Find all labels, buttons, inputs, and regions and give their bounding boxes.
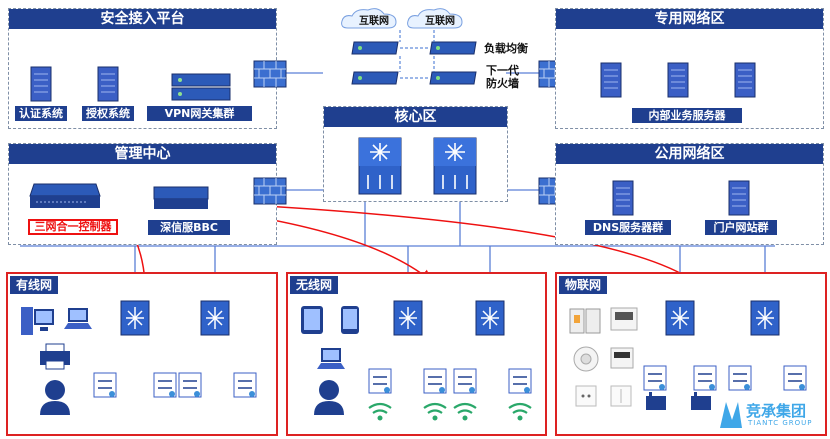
internet-label: 互联网	[425, 16, 455, 27]
poe-switch-icon	[178, 372, 202, 403]
poe-switch-icon	[233, 372, 257, 403]
bbc-device-icon	[152, 183, 210, 218]
core-title: 核心区	[324, 107, 507, 127]
cloud-icon	[404, 6, 466, 37]
switch-icon	[393, 300, 423, 341]
user-icon	[312, 378, 346, 421]
poe-switch-icon	[728, 365, 752, 396]
poe-switch-icon	[153, 372, 177, 403]
server-icon	[600, 62, 622, 103]
poe-switch-icon	[508, 368, 532, 399]
server-icon	[667, 62, 689, 103]
controller-label: 三网合一控制器	[28, 219, 118, 235]
switch-panel-icon	[610, 385, 632, 412]
dns-cluster-label: DNS服务器群	[585, 220, 671, 235]
firewall-icon	[253, 60, 287, 93]
poe-switch-icon	[643, 365, 667, 396]
bbc-label: 深信服BBC	[148, 220, 230, 235]
laptop-icon	[316, 345, 346, 378]
firewall-icon	[253, 177, 287, 210]
secure-access-title: 安全接入平台	[9, 9, 276, 29]
ngfw-label: 下一代 防火墙	[486, 64, 519, 90]
iot-gateway-icon	[645, 392, 667, 417]
brand-name: 竞承集团	[746, 402, 807, 420]
vpn-cluster-label: VPN网关集群	[147, 106, 252, 121]
ngfw-icon	[428, 70, 478, 91]
server-icon	[728, 180, 750, 221]
thermostat-icon	[610, 307, 638, 336]
core-switch-icon	[358, 137, 402, 200]
wireless-zone-title: 无线网	[290, 276, 339, 294]
brand-subtitle: TIANTC GROUP	[748, 419, 813, 427]
desktop-pc-icon	[20, 305, 56, 342]
auth-system-label: 认证系统	[15, 106, 67, 121]
core-switch-icon	[433, 137, 477, 200]
core-panel: 核心区	[323, 106, 508, 202]
wifi-ap-icon	[366, 400, 394, 427]
vpn-gateway-icon	[170, 70, 232, 107]
brand-logo-icon	[718, 398, 744, 435]
laptop-icon	[63, 305, 93, 338]
tablet-icon	[300, 305, 324, 340]
switch-icon	[200, 300, 230, 341]
iot-zone-title: 物联网	[559, 276, 608, 294]
poe-switch-icon	[423, 368, 447, 399]
portal-cluster-label: 门户网站群	[705, 220, 777, 235]
poe-switch-icon	[368, 368, 392, 399]
poe-switch-icon	[783, 365, 807, 396]
printer-icon	[38, 343, 72, 376]
smoke-detector-icon	[572, 345, 600, 378]
server-icon	[97, 66, 119, 107]
iot-gateway-icon	[690, 392, 712, 417]
cloud-icon	[338, 6, 400, 37]
authz-system-label: 授权系统	[82, 106, 134, 121]
wifi-ap-icon	[421, 400, 449, 427]
breaker-icon	[568, 305, 604, 340]
user-icon	[38, 378, 72, 421]
phone-icon	[340, 305, 360, 340]
internet-label: 互联网	[359, 16, 389, 27]
server-icon	[734, 62, 756, 103]
server-icon	[30, 66, 52, 107]
wifi-ap-icon	[506, 400, 534, 427]
public-zone-title: 公用网络区	[556, 144, 823, 164]
poe-switch-icon	[693, 365, 717, 396]
socket-icon	[575, 385, 597, 412]
switch-icon	[475, 300, 505, 341]
poe-switch-icon	[453, 368, 477, 399]
private-zone-title: 专用网络区	[556, 9, 823, 29]
switch-icon	[750, 300, 780, 341]
wired-zone-title: 有线网	[10, 276, 59, 294]
panel-icon	[610, 347, 634, 374]
wifi-ap-icon	[451, 400, 479, 427]
management-title: 管理中心	[9, 144, 276, 164]
poe-switch-icon	[93, 372, 117, 403]
switch-icon	[665, 300, 695, 341]
server-icon	[612, 180, 634, 221]
controller-icon	[28, 182, 102, 217]
ngfw-icon	[350, 70, 400, 91]
internal-servers-label: 内部业务服务器	[632, 108, 742, 123]
load-balancer-icon	[428, 40, 478, 61]
dashed-links	[399, 30, 435, 79]
switch-icon	[120, 300, 150, 341]
load-balance-label: 负载均衡	[484, 42, 528, 55]
load-balancer-icon	[350, 40, 400, 61]
